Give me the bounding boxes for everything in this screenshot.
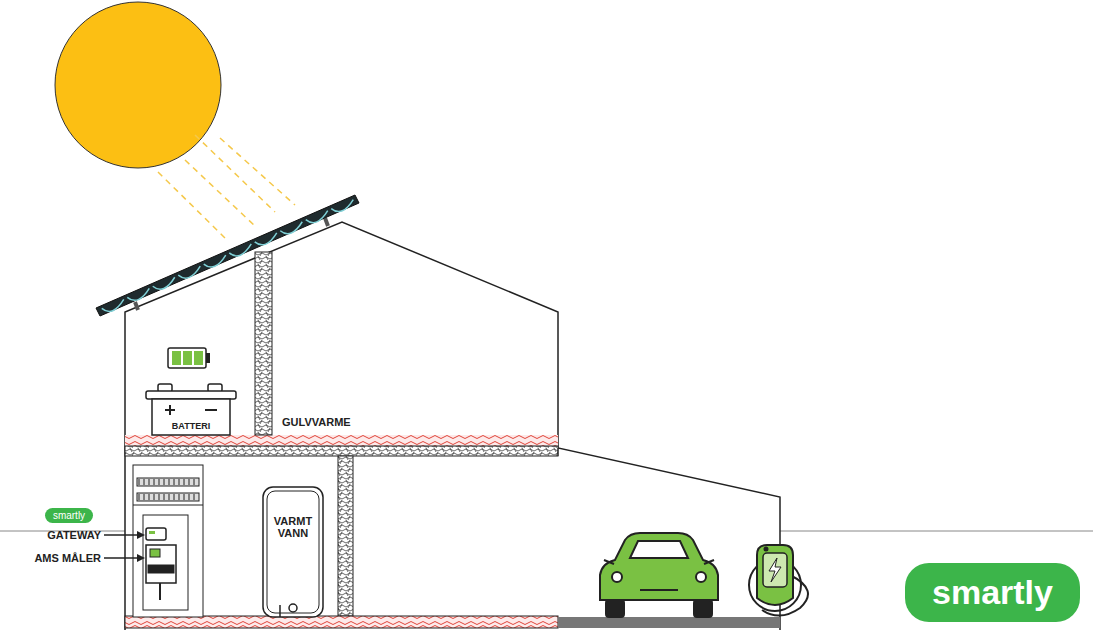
meter-label: AMS MÅLER <box>34 552 101 564</box>
garage-floor <box>558 617 780 628</box>
ground-line <box>780 531 1093 532</box>
battery-level-icon <box>168 348 210 368</box>
gateway-label: GATEWAY <box>47 529 101 541</box>
node-text: smartly <box>53 510 85 521</box>
fuse-cabinet <box>133 465 203 617</box>
ams-meter <box>146 545 176 583</box>
battery-label-box: BATTERI <box>152 418 230 435</box>
insulation <box>125 446 558 456</box>
ev-charger <box>749 545 808 616</box>
insulation-wall <box>255 252 272 435</box>
battery-body <box>146 384 236 435</box>
smartly-badge: smartly <box>45 508 93 523</box>
node-text: VARMT VANN <box>263 515 323 539</box>
sun <box>55 2 221 168</box>
water-heater <box>263 487 323 617</box>
water-heater-box: VARMT VANN <box>263 512 323 542</box>
floor-heating <box>125 435 558 446</box>
gateway-device <box>146 528 166 540</box>
node-text: smartly <box>932 574 1053 611</box>
solar-panel <box>96 195 359 316</box>
floor-heating <box>125 616 558 628</box>
node-text: BATTERI <box>172 422 210 432</box>
floor-heating-label: GULVVARME <box>282 416 351 428</box>
smartly-logo: smartly <box>905 563 1080 622</box>
sun-rays <box>158 135 295 238</box>
leader-arrow <box>104 531 145 562</box>
house-outline <box>125 222 780 630</box>
electric-car <box>600 533 718 617</box>
insulation-wall <box>338 456 353 616</box>
